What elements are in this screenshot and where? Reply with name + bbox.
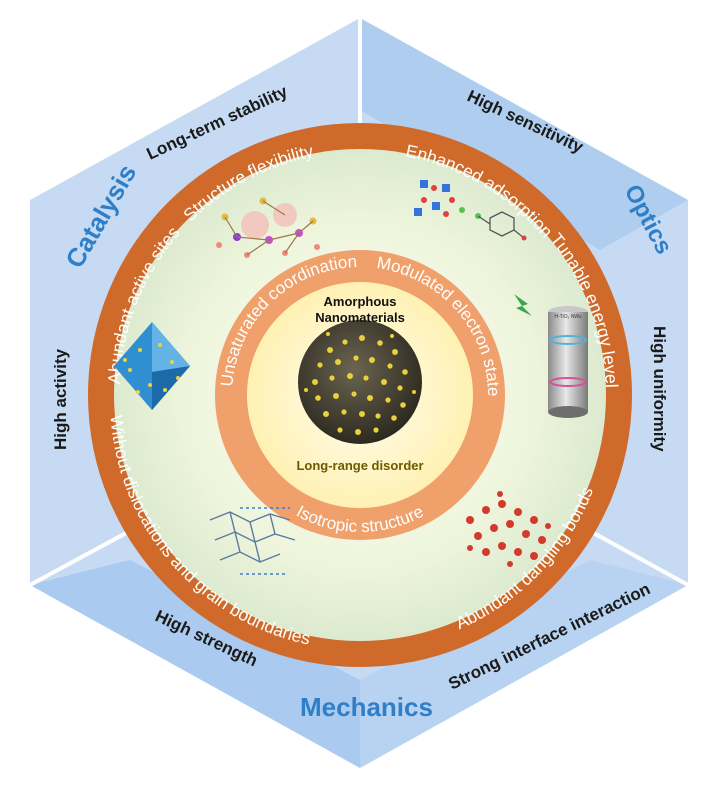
dislocations-network-illustration xyxy=(209,507,296,575)
prop-high-activity: High activity xyxy=(51,348,70,450)
enhanced-adsorption-illustration xyxy=(414,180,527,241)
label-mechanics: Mechanics xyxy=(300,692,433,722)
center-title-line2: Nanomaterials xyxy=(315,310,405,325)
tunable-energy-illustration: H-TiO₂ NWs xyxy=(514,294,588,418)
cylinder-label: H-TiO₂ NWs xyxy=(554,314,582,320)
dangling-bonds-illustration xyxy=(466,491,551,567)
center-title-line1: Amorphous xyxy=(324,294,397,309)
center-subtitle: Long-range disorder xyxy=(296,458,423,473)
structure-flexibility-illustration xyxy=(216,197,320,258)
prop-high-uniformity: High uniformity xyxy=(650,326,669,452)
octahedron-illustration xyxy=(114,322,190,410)
amorphous-sphere-illustration xyxy=(298,320,422,444)
